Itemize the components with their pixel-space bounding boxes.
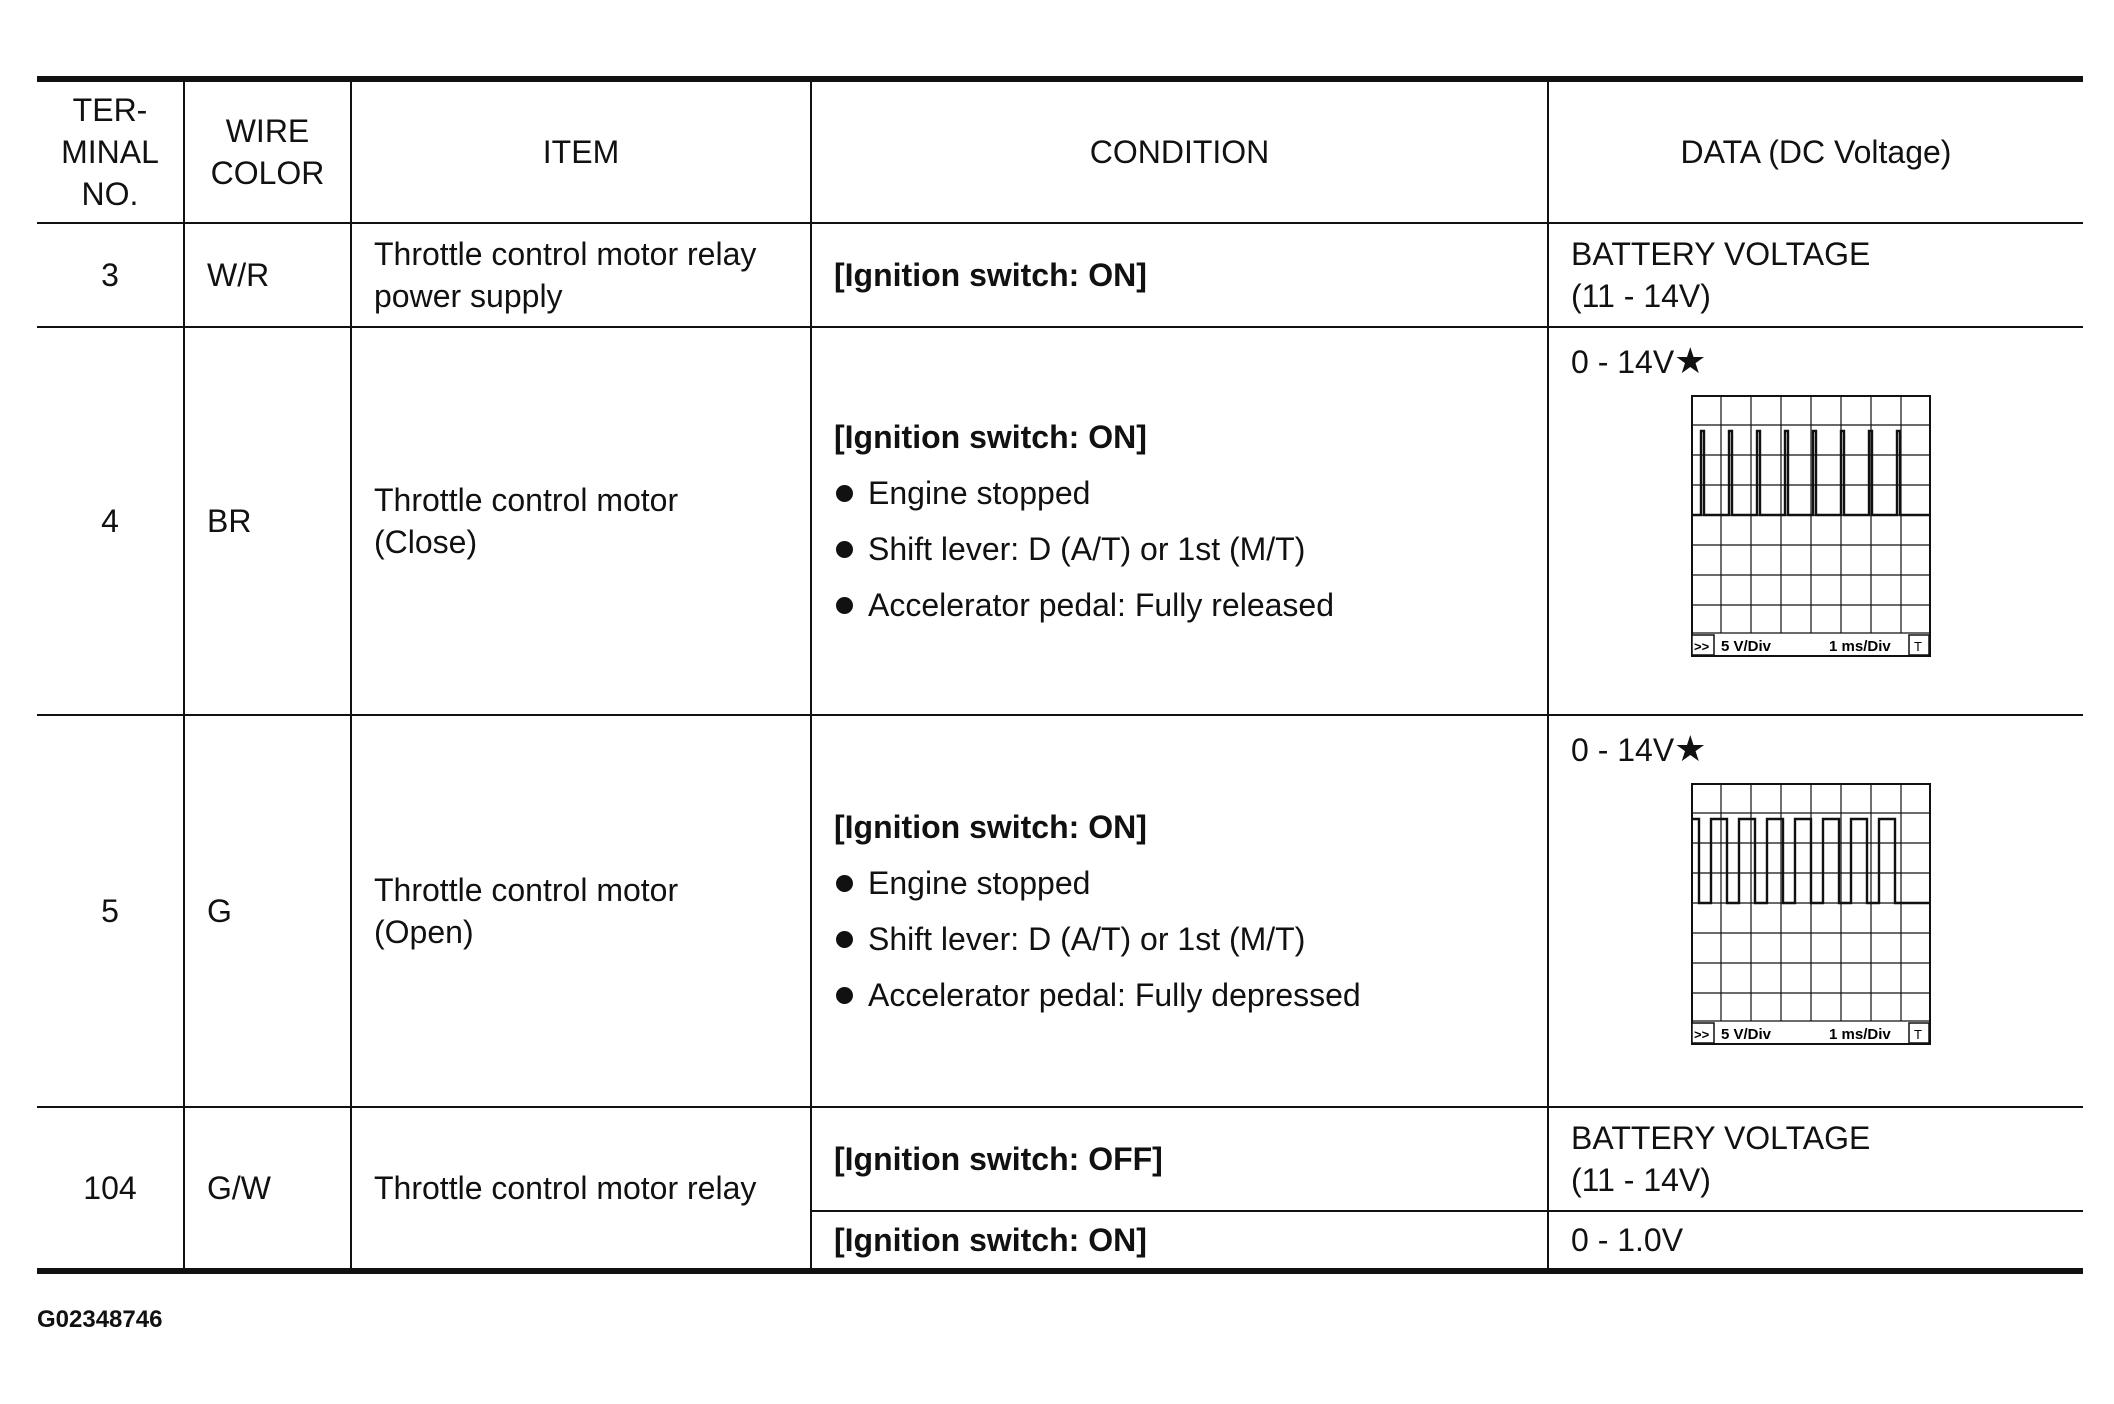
item-cell: Throttle control motor(Open) — [350, 714, 812, 1108]
condition-cell: [Ignition switch: ON] Engine stopped Shi… — [810, 326, 1549, 716]
data-value: 0 - 14V — [1571, 344, 1675, 380]
condition-bullet: Shift lever: D (A/T) or 1st (M/T) — [834, 528, 1525, 570]
item-cell: Throttle control motor relay — [350, 1106, 812, 1274]
bullet-icon — [836, 485, 853, 502]
condition-cell: [Ignition switch: OFF] — [810, 1106, 1549, 1212]
table-row: [Ignition switch: ON] 0 - 1.0V — [37, 1210, 2083, 1274]
scope-right-icon: T — [1914, 1027, 1922, 1042]
data-cell: BATTERY VOLTAGE(11 - 14V) — [1547, 222, 2083, 328]
bullet-icon — [836, 987, 853, 1004]
condition-bullet: Shift lever: D (A/T) or 1st (M/T) — [834, 918, 1525, 960]
terminal-no-cell: 3 — [37, 222, 185, 328]
table-row: 4 BR Throttle control motor(Close) [Igni… — [37, 326, 2083, 716]
scope-volts-label: 5 V/Div — [1721, 638, 1772, 655]
data-cell: 0 - 14V★ >> 5 V/Div 1 ms/Div — [1547, 714, 2083, 1108]
bullet-icon — [836, 875, 853, 892]
data-value: 0 - 14V — [1571, 732, 1675, 768]
data-cell: 0 - 1.0V — [1547, 1210, 2083, 1274]
scope-volts-label: 5 V/Div — [1721, 1026, 1772, 1043]
bullet-icon — [836, 597, 853, 614]
terminal-no-cell: 104 — [37, 1106, 185, 1274]
scope-left-icon: >> — [1694, 639, 1710, 654]
bullet-icon — [836, 931, 853, 948]
condition-bullet: Engine stopped — [834, 472, 1525, 514]
header-data: DATA (DC Voltage) — [1547, 76, 2083, 224]
table-row: 5 G Throttle control motor(Open) [Igniti… — [37, 714, 2083, 1108]
scope-left-icon: >> — [1694, 1027, 1710, 1042]
condition-bullet: Engine stopped — [834, 862, 1525, 904]
condition-cell: [Ignition switch: ON] — [810, 222, 1549, 328]
figure-id: G02348746 — [37, 1306, 163, 1333]
condition-bullet: Accelerator pedal: Fully depressed — [834, 974, 1525, 1016]
terminal-no-cell: 5 — [37, 714, 185, 1108]
header-condition: CONDITION — [810, 76, 1549, 224]
wire-color-cell: W/R — [183, 222, 352, 328]
data-cell: BATTERY VOLTAGE(11 - 14V) — [1547, 1106, 2083, 1212]
terminal-no-cell: 4 — [37, 326, 185, 716]
item-cell: Throttle control motor(Close) — [350, 326, 812, 716]
data-cell: 0 - 14V★ >> 5 V/Div 1 ms/Div — [1547, 326, 2083, 716]
table-row: 104 G/W Throttle control motor relay [Ig… — [37, 1106, 2083, 1274]
header-item: ITEM — [350, 76, 812, 224]
scope-time-label: 1 ms/Div — [1829, 638, 1891, 655]
condition-cell: [Ignition switch: ON] — [811, 1210, 1549, 1274]
wire-color-cell: G/W — [183, 1106, 352, 1274]
oscilloscope-waveform-open: >> 5 V/Div 1 ms/Div T — [1691, 783, 1931, 1045]
condition-cell: [Ignition switch: ON] Engine stopped Shi… — [810, 714, 1549, 1108]
scope-time-label: 1 ms/Div — [1829, 1026, 1891, 1043]
bullet-icon — [836, 541, 853, 558]
wire-color-cell: BR — [183, 326, 352, 716]
star-icon: ★ — [1674, 728, 1707, 769]
star-icon: ★ — [1674, 340, 1707, 381]
oscilloscope-waveform-close: >> 5 V/Div 1 ms/Div T — [1691, 395, 1931, 657]
condition-bullet: Accelerator pedal: Fully released — [834, 584, 1525, 626]
wire-color-cell: G — [183, 714, 352, 1108]
scope-right-icon: T — [1914, 639, 1922, 654]
